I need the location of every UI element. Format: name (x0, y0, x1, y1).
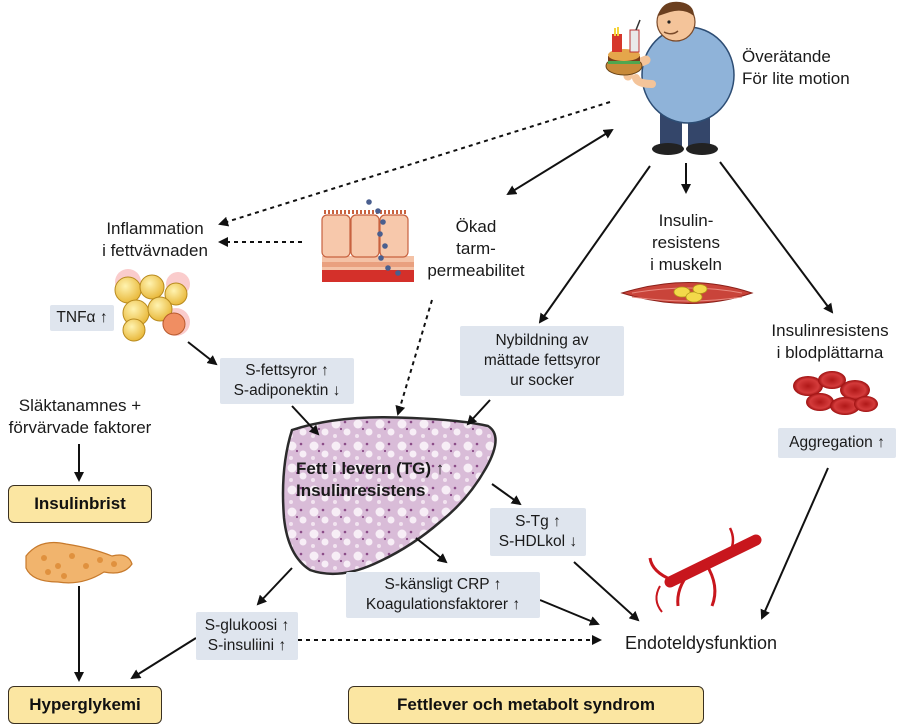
box-crp: S-känsligt CRP ↑ Koagulationsfaktorer ↑ (346, 572, 540, 618)
arrow-lipogenesis-to-liver (466, 399, 491, 426)
arrow-platelets-to-endothelial (760, 467, 829, 620)
overeating-person-illustration (605, 1, 735, 155)
box-glucose: S-glukoosi ↑ S-insuliini ↑ (196, 612, 298, 660)
arrow-crp-to-endothelial (539, 599, 600, 626)
label-liver: Fett i levern (TG) ↑ Insulinresistens (296, 459, 445, 500)
diagram-title: Fettlever och metabolt syndrom (348, 686, 704, 724)
arrow-gut-to-liver (395, 299, 433, 416)
inflamed-fat-cells-illustration (114, 269, 190, 342)
label-heredity: Släktanamnes + förvärvade faktorer (8, 396, 152, 437)
arrow-fat-cells-to-fatty-acids (187, 341, 218, 366)
label-muscle: Insulin- resistens i muskeln (650, 211, 722, 274)
arrow-overeating-to-lipogenesis (538, 165, 651, 324)
arrow-glucose-to-hyperglykemi (130, 637, 197, 680)
label-endothelial: Endoteldysfunktion (624, 633, 778, 653)
label-gut-permeability: Ökad tarm- permeabilitet (427, 217, 525, 280)
pancreas-illustration (25, 541, 133, 584)
box-fatty-acids: S-fettsyror ↑ S-adiponektin ↓ (220, 358, 354, 404)
label-inflammation: Inflammation i fettvävnaden (102, 219, 208, 260)
header-insulinbrist: Insulinbrist (8, 485, 152, 523)
arrow-liver-to-lipids (491, 483, 522, 506)
platelets-illustration (793, 371, 878, 415)
arrows (74, 101, 834, 682)
label-overeating: Överätande För lite motion (742, 47, 850, 88)
arrow-lipids-to-endothelial (573, 561, 640, 622)
arrow-fatty-acids-to-liver (291, 405, 320, 436)
label-platelets: Insulinresistens i blodplättarna (771, 321, 889, 362)
arrow-overeating-to-inflammation (218, 101, 611, 227)
gut-wall-illustration (321, 199, 414, 282)
muscle-illustration (620, 282, 754, 304)
blood-vessel-illustration (648, 527, 762, 613)
box-tnf-alpha: TNFα ↑ (50, 305, 114, 331)
arrow-liver-to-crp (415, 537, 448, 564)
box-aggregation: Aggregation ↑ (778, 428, 896, 458)
box-lipogenesis: Nybildning av mättade fettsyror ur socke… (460, 326, 624, 396)
arrow-liver-to-glucose (256, 567, 293, 606)
arrow-overeating-to-platelets (719, 161, 834, 314)
arrow-gut-overeating (506, 128, 614, 196)
box-lipids: S-Tg ↑ S-HDLkol ↓ (490, 508, 586, 556)
liver-illustration (281, 415, 497, 576)
header-hyperglykemi: Hyperglykemi (8, 686, 162, 724)
